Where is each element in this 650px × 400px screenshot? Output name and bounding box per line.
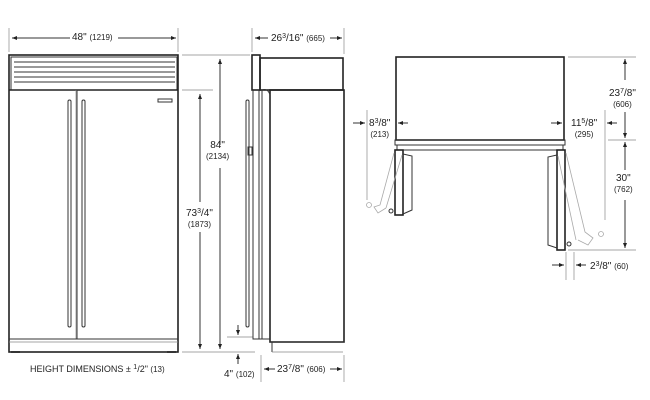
overall-height-mm: (2134) [206,152,230,161]
plan-depth-mm: (606) [613,100,632,109]
plan-depth-whole: 23 [609,88,621,99]
door-height-label: 733/4"(1873) [186,206,213,230]
height-note: HEIGHT DIMENSIONS ± 1/2" (13) [30,362,165,375]
door-offset-frac-num: 3 [595,261,600,268]
right-clearance-frac-num: 5 [581,118,586,125]
overall-depth-mm: (665) [306,34,325,43]
plan-depth-label: 237/8"(606) [609,86,636,110]
left-clearance-frac-den: /8" [378,118,391,129]
door-offset-label: 23/8" (60) [590,259,628,272]
door-height-mm: (1873) [187,220,212,229]
door-swing-inches: 30" [616,173,631,184]
right-clearance-whole: 11 [571,118,582,129]
side-view [245,28,345,382]
left-door [394,149,404,216]
door-offset-mm: (60) [614,262,629,271]
front-view [8,28,255,364]
left-clearance-label: 83/8"(213) [369,116,390,140]
left-clearance-frac-num: 3 [374,118,379,125]
logo-badge [157,98,173,103]
door-swing-mm: (762) [614,185,633,194]
door-height-whole: 73 [186,208,198,219]
door-height-frac-num: 3 [197,208,202,215]
cabinet-depth-frac-den: /8" [292,364,304,375]
cabinet-depth-label: 237/8" (606) [277,362,325,375]
right-clearance-frac-den: /8" [585,118,598,129]
side-handle [245,99,250,328]
door-swing-label: 30"(762) [614,173,633,195]
width-mm: (1219) [89,33,113,42]
right-door-handle [81,99,86,328]
toe-kick-label: 4" (102) [224,369,255,380]
door-offset-frac-den: /8" [599,261,612,272]
door-height-frac-den: /4" [201,208,213,219]
overall-depth-frac-den: /16" [286,33,304,44]
toe-kick-mm: (102) [235,370,255,379]
overall-height-label: 84"(2134) [206,140,229,162]
plan-depth-frac-den: /8" [624,88,636,99]
width-inches: 48" [72,32,87,43]
left-door-handle [67,99,72,328]
door-offset-whole: 2 [590,261,596,272]
plan-view [353,56,636,280]
cabinet-depth-whole: 23 [277,364,289,375]
overall-depth-frac-num: 3 [282,33,287,40]
overall-height-inches: 84" [210,140,225,151]
note-frac-den: /2" [137,364,148,374]
toe-kick-inches: 4" [224,369,234,380]
note-frac-num: 1 [133,364,138,371]
right-door [556,149,566,251]
note-mm: (13) [150,365,165,374]
note-prefix: HEIGHT DIMENSIONS ± [30,364,134,374]
overall-depth-whole: 26 [271,33,283,44]
right-clearance-label: 115/8"(295) [571,116,597,140]
right-clearance-mm: (295) [574,130,594,139]
left-clearance-whole: 8 [369,118,375,129]
plan-depth-frac-num: 7 [620,88,625,95]
width-label: 48" (1219) [72,32,113,43]
left-clearance-mm: (213) [370,130,390,139]
cabinet-depth-mm: (606) [306,365,326,374]
overall-depth-label: 263/16" (665) [271,31,325,44]
cabinet-depth-frac-num: 7 [288,364,293,371]
